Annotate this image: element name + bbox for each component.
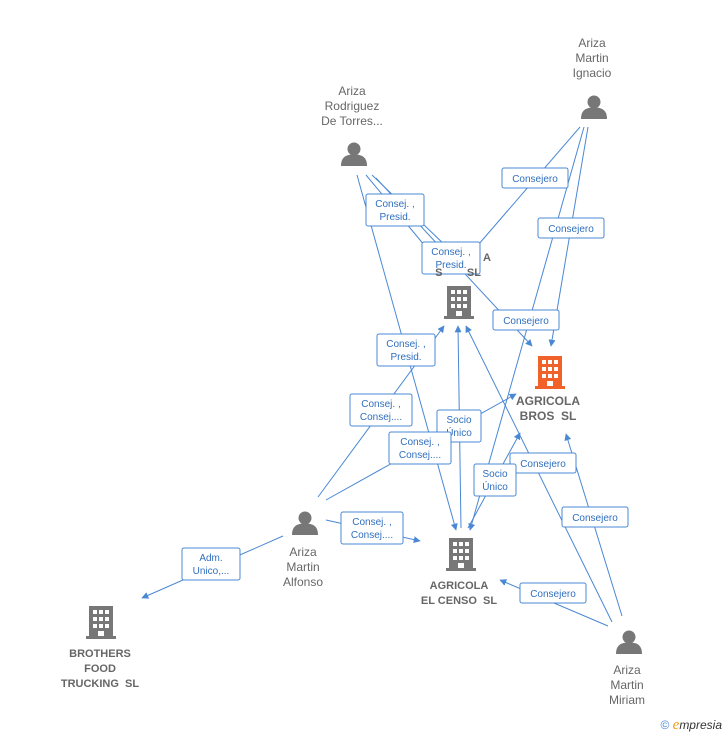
building-icon (446, 538, 476, 571)
svg-text:Martin: Martin (286, 560, 319, 574)
svg-text:Consejero: Consejero (530, 589, 576, 600)
person-icon (581, 95, 607, 119)
svg-text:Ignacio: Ignacio (573, 66, 612, 80)
edge-label-alfonso-top[interactable]: Consej. , Presid. (376, 333, 436, 367)
empresia-logo: © empresia (660, 717, 722, 734)
svg-text:Consej. ,: Consej. , (352, 517, 391, 528)
node-company-top[interactable]: A S SL (435, 252, 491, 319)
svg-text:Consejero: Consejero (503, 316, 549, 327)
svg-text:Consej....: Consej.... (399, 450, 441, 461)
svg-text:A: A (483, 252, 491, 264)
building-icon (444, 286, 474, 319)
edge-label-censo-bros[interactable]: Socio Único (473, 463, 517, 497)
svg-text:EL CENSO SL: EL CENSO SL (421, 595, 497, 607)
edge-label-ignacio-bros[interactable]: Consejero (537, 217, 605, 239)
edge-label-miriam-top[interactable]: Consejero (509, 452, 577, 474)
svg-text:Adm.: Adm. (199, 553, 222, 564)
node-ariza-martin-ignacio[interactable]: Ariza Martin Ignacio (573, 36, 612, 119)
edge-label-miriam-bros[interactable]: Consejero (561, 506, 629, 528)
person-icon (292, 511, 318, 535)
svg-text:Ariza: Ariza (578, 36, 606, 50)
edge-label-alfonso-brothers[interactable]: Adm. Unico,... (181, 547, 241, 581)
svg-text:BROTHERS: BROTHERS (69, 648, 131, 660)
svg-text:AGRICOLA: AGRICOLA (430, 580, 489, 592)
svg-text:Miriam: Miriam (609, 693, 645, 707)
svg-text:BROS SL: BROS SL (520, 409, 577, 423)
svg-text:Rodriguez: Rodriguez (325, 99, 380, 113)
svg-text:Único: Único (482, 480, 508, 493)
svg-text:De Torres...: De Torres... (321, 114, 383, 128)
node-ariza-martin-alfonso[interactable]: Ariza Martin Alfonso (283, 511, 323, 590)
node-brothers-food[interactable]: BROTHERS FOOD TRUCKING SL (61, 606, 140, 690)
svg-text:Martin: Martin (575, 51, 608, 65)
building-icon (535, 356, 565, 389)
edge-label-alfonso-bros-2[interactable]: Consej. , Consej.... (388, 431, 452, 465)
brand-e: e (672, 717, 680, 733)
copyright-icon: © (660, 718, 670, 732)
svg-text:Presid.: Presid. (379, 212, 410, 223)
svg-text:Consejero: Consejero (520, 459, 566, 470)
svg-text:Consej. ,: Consej. , (431, 247, 470, 258)
edge-miriam-top (465, 325, 613, 623)
svg-text:Ariza: Ariza (289, 545, 317, 559)
node-agricola-bros[interactable]: AGRICOLA BROS SL (516, 356, 580, 423)
svg-text:AGRICOLA: AGRICOLA (516, 394, 580, 408)
edge-label-miriam-censo[interactable]: Consejero (519, 582, 587, 604)
svg-text:Unico,...: Unico,... (193, 566, 230, 577)
svg-text:FOOD: FOOD (84, 663, 116, 675)
svg-text:Consejero: Consejero (548, 224, 594, 235)
svg-text:S SL: S SL (435, 267, 481, 279)
edge-label-rodriguez-top-1[interactable]: Consej. , Presid. (365, 193, 425, 227)
svg-text:TRUCKING SL: TRUCKING SL (61, 678, 140, 690)
edge-label-alfonso-censo[interactable]: Consej. , Consej.... (340, 511, 404, 545)
node-ariza-rodriguez[interactable]: Ariza Rodriguez De Torres... (321, 84, 383, 166)
svg-text:Consej. ,: Consej. , (375, 199, 414, 210)
edge-label-alfonso-bros-1[interactable]: Consej. , Consej.... (349, 393, 413, 427)
svg-text:Único: Único (446, 426, 472, 439)
svg-text:Consej....: Consej.... (360, 412, 402, 423)
building-icon (86, 606, 116, 639)
brand-name: mpresia (679, 718, 722, 732)
svg-text:Presid.: Presid. (435, 260, 466, 271)
edge-label-ignacio-top[interactable]: Consejero (501, 167, 569, 189)
node-ariza-martin-miriam[interactable]: Ariza Martin Miriam (609, 630, 645, 708)
svg-text:Consejero: Consejero (572, 513, 618, 524)
edge-label-rodriguez-bros[interactable]: Consejero (492, 309, 560, 331)
svg-text:Alfonso: Alfonso (283, 575, 323, 589)
svg-text:Consej....: Consej.... (351, 530, 393, 541)
svg-text:Ariza: Ariza (338, 84, 366, 98)
svg-text:Consej. ,: Consej. , (361, 399, 400, 410)
svg-text:Consej. ,: Consej. , (386, 339, 425, 350)
svg-text:Socio: Socio (482, 469, 507, 480)
svg-text:Socio: Socio (446, 415, 471, 426)
person-icon (341, 142, 367, 166)
svg-text:Consej. ,: Consej. , (400, 437, 439, 448)
svg-text:Martin: Martin (610, 678, 643, 692)
edge-ignacio-top (471, 126, 581, 253)
edge-label-rodriguez-top-2[interactable]: Consej. , Presid. (421, 241, 481, 275)
svg-text:Consejero: Consejero (512, 174, 558, 185)
svg-text:Presid.: Presid. (390, 352, 421, 363)
node-agricola-el-censo[interactable]: AGRICOLA EL CENSO SL (421, 538, 497, 607)
edge-labels: Consejero Consejero Consej. , Presid. Co… (181, 167, 629, 604)
person-icon (616, 630, 642, 654)
svg-text:Ariza: Ariza (613, 663, 641, 677)
